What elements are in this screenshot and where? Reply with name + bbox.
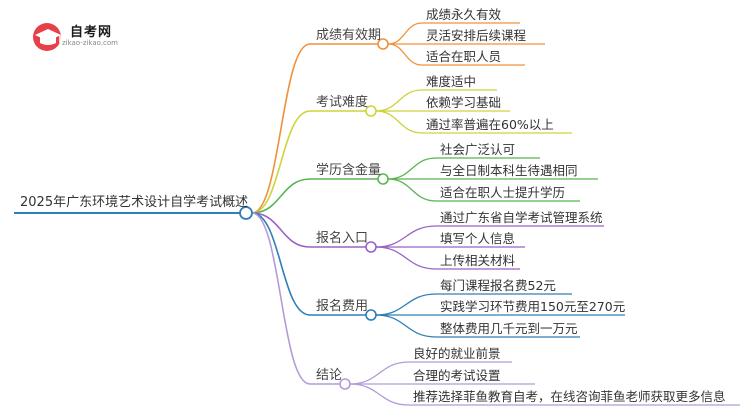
leaf-validity-3[interactable]: 适合在职人员 [426,49,502,64]
leaf-conclusion-1[interactable]: 良好的就业前景 [413,346,501,361]
branch-node [365,241,377,253]
logo-title: 自考网 [70,25,113,40]
leaf-fees-3[interactable]: 整体费用几千元到一万元 [440,321,578,336]
leaf-connector [387,43,423,66]
branch-connector [251,110,311,214]
leaf-difficulty-1[interactable]: 难度适中 [426,74,477,89]
site-logo[interactable]: 自考网 zikao-zikao.com [26,20,144,54]
leaf-credential-1[interactable]: 社会广泛认可 [440,142,516,157]
root-node [239,206,253,220]
leaf-fees-2[interactable]: 实践学习环节费用150元至270元 [440,299,626,314]
branch-conclusion[interactable]: 结论 [316,368,343,383]
leaf-connector [387,22,423,45]
branch-node [365,105,377,117]
branch-node [377,38,389,50]
leaf-connector [375,246,437,270]
branch-registration-portal[interactable]: 报名入口 [316,231,369,246]
branch-difficulty[interactable]: 考试难度 [316,95,369,110]
leaf-connector [387,157,437,180]
branch-node [377,173,389,185]
logo-subtitle: zikao-zikao.com [62,39,118,47]
branch-node [339,378,351,390]
branch-registration-fees[interactable]: 报名费用 [316,299,369,314]
leaf-credential-2[interactable]: 与全日制本科生待遇相同 [440,163,578,178]
leaf-connector [387,178,437,202]
leaf-validity-2[interactable]: 灵活安排后续课程 [426,28,527,43]
leaf-fees-1[interactable]: 每门课程报名费52元 [440,278,556,293]
graduation-cap-icon [33,23,61,51]
branch-credential-value[interactable]: 学历含金量 [316,163,382,178]
leaf-connector [375,110,423,134]
leaf-portal-1[interactable]: 通过广东省自学考试管理系统 [440,210,603,225]
branch-connector [251,212,311,385]
branch-connector [251,178,311,214]
branch-validity[interactable]: 成绩有效期 [316,28,382,43]
branch-connector [251,212,311,248]
leaf-portal-3[interactable]: 上传相关材料 [440,253,516,268]
branch-node [365,309,377,321]
branch-connector [251,212,311,316]
leaf-connector [375,314,437,338]
leaf-connector [375,89,423,112]
leaf-difficulty-3[interactable]: 通过率普遍在60%以上 [426,117,554,132]
leaf-difficulty-2[interactable]: 依赖学习基础 [426,95,502,110]
root-topic[interactable]: 2025年广东环境艺术设计自学考试概述 [20,195,249,210]
leaf-connector [375,225,437,248]
leaf-connector [349,383,410,406]
leaf-conclusion-2[interactable]: 合理的考试设置 [413,368,501,383]
leaf-connector [375,293,437,316]
leaf-validity-1[interactable]: 成绩永久有效 [426,7,502,22]
leaf-credential-3[interactable]: 适合在职人士提升学历 [440,185,566,200]
leaf-conclusion-3[interactable]: 推荐选择菲鱼教育自考，在线咨询菲鱼老师获取更多信息 [413,389,726,404]
leaf-connector [349,361,410,385]
branch-connector [251,43,311,214]
leaf-portal-2[interactable]: 填写个人信息 [440,231,516,246]
